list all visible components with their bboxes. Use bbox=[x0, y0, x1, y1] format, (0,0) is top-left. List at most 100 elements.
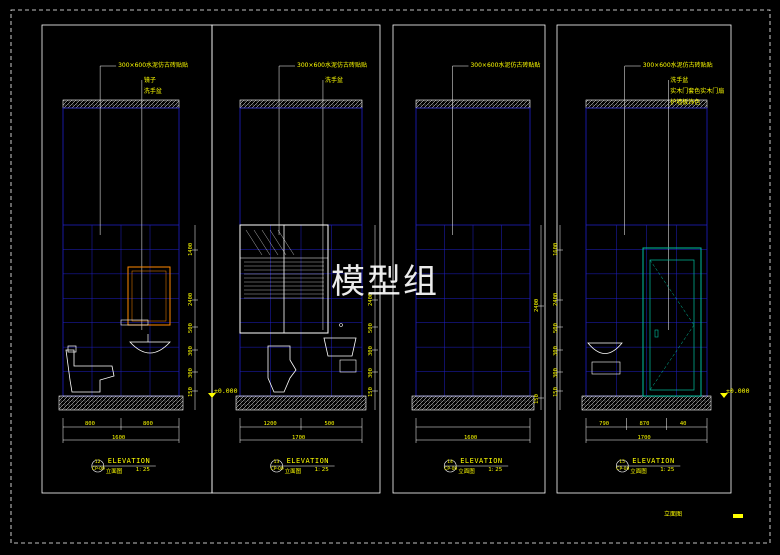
mirror-frame bbox=[127, 266, 171, 326]
elevation-subtitle-13: 立面图 bbox=[284, 469, 302, 475]
dim-h-13-1: 500 bbox=[324, 421, 335, 427]
dim-total-15: 1700 bbox=[637, 435, 651, 441]
dim-v-12-4: 300 bbox=[188, 368, 194, 378]
dim-v-13-3: 300 bbox=[368, 368, 374, 378]
dim-total-14: 1600 bbox=[464, 435, 478, 441]
elevation-title-12: ELEVATION bbox=[107, 457, 151, 465]
note-text-15-2: 实木门套色实木门扇 bbox=[670, 88, 725, 95]
dim-v-13-2: 300 bbox=[368, 346, 374, 356]
elevation-title-13: ELEVATION bbox=[286, 457, 330, 465]
note-text-15-1: 洗手盆 bbox=[670, 77, 689, 84]
note-text-12-1: 镜子 bbox=[143, 77, 156, 84]
dim-v-12-5: 150 bbox=[188, 387, 194, 397]
basin-bowl bbox=[587, 342, 623, 354]
elevation-number-13: 13 bbox=[273, 460, 280, 465]
ceiling-band bbox=[62, 99, 180, 109]
basin-bowl bbox=[129, 341, 171, 354]
door-swing-line bbox=[649, 259, 695, 326]
ceiling-band bbox=[239, 99, 363, 109]
elevation-title-15: ELEVATION bbox=[632, 457, 675, 465]
toilet-shape bbox=[267, 345, 297, 393]
dim-v-12-0: 1400 bbox=[188, 242, 194, 256]
elevation-subtitle-12: 立面图 bbox=[105, 469, 123, 475]
basin-cabinet bbox=[591, 361, 621, 375]
window-glass-hatch bbox=[277, 229, 295, 256]
dim-total-13: 1700 bbox=[292, 435, 306, 441]
elevation-scale-14: 1: 25 bbox=[488, 467, 503, 473]
elevation-scale-15: 1: 25 bbox=[660, 467, 675, 473]
note-text-14-0: 300×600水泥仿古砖贴贴 bbox=[470, 62, 541, 69]
basin-trap bbox=[339, 359, 357, 373]
dim-h-12-1: 800 bbox=[143, 421, 153, 427]
floor-band bbox=[235, 395, 367, 411]
elevation-subtitle-15: 立面图 bbox=[630, 469, 647, 475]
door-swing-line bbox=[649, 324, 695, 391]
dim-v-15-0: 1600 bbox=[553, 242, 559, 256]
dim-v-13-4: 150 bbox=[368, 387, 374, 397]
elevation-subtitle-14: 立面图 bbox=[458, 469, 475, 475]
level-label-1: ±0.000 bbox=[726, 387, 750, 395]
ceiling-band bbox=[415, 99, 531, 109]
sheet-title: 立面图 bbox=[664, 511, 683, 518]
window-glass-hatch bbox=[245, 229, 263, 256]
level-marker-triangle bbox=[208, 393, 216, 398]
toilet-shape bbox=[65, 349, 115, 393]
dim-v-13-1: 500 bbox=[368, 323, 374, 333]
dim-h-15-0: 790 bbox=[599, 421, 610, 427]
door-handle bbox=[654, 329, 659, 338]
panel-frame-15 bbox=[556, 24, 732, 494]
note-text-15-3: 护墙板饰色 bbox=[670, 99, 701, 106]
dim-v-12-1: 2400 bbox=[188, 292, 194, 306]
note-text-13-1: 洗手盆 bbox=[324, 77, 343, 84]
level-label-0: ±0.000 bbox=[214, 387, 238, 395]
dim-h-13-0: 1200 bbox=[263, 421, 277, 427]
note-text-15-0: 300×600水泥仿古砖贴贴 bbox=[642, 62, 713, 69]
dim-h-15-1: 870 bbox=[639, 421, 650, 427]
door-leaf bbox=[649, 259, 695, 391]
toilet-tank-lid bbox=[67, 345, 77, 353]
level-marker-triangle bbox=[720, 393, 728, 398]
dim-total-12: 1600 bbox=[112, 435, 126, 441]
tap-knob bbox=[339, 323, 343, 327]
elevation-views bbox=[58, 65, 728, 473]
panel-frame-14 bbox=[392, 24, 546, 494]
window-glass-hatch bbox=[261, 229, 279, 256]
elevation-ref-12: CP-09 bbox=[91, 467, 105, 472]
dim-h-12-0: 800 bbox=[85, 421, 95, 427]
note-text-12-2: 洗手盆 bbox=[143, 88, 162, 95]
watermark-text: 模型组 bbox=[331, 262, 439, 302]
window-glass-hatch bbox=[269, 229, 287, 256]
shelf bbox=[120, 319, 149, 326]
dim-v-14-1: 150 bbox=[534, 394, 540, 404]
floor-band bbox=[411, 395, 535, 411]
dim-v-15-3: 300 bbox=[553, 346, 559, 356]
dim-v-15-4: 300 bbox=[553, 368, 559, 378]
floor-band bbox=[58, 395, 184, 411]
elevation-number-12: 12 bbox=[94, 460, 101, 465]
dim-v-12-3: 300 bbox=[188, 346, 194, 356]
panel-frame-12 bbox=[41, 24, 213, 494]
window-glass-hatch bbox=[253, 229, 271, 256]
elevation-scale-13: 1: 25 bbox=[314, 467, 329, 473]
elevation-ref-15: CP-09 bbox=[616, 467, 630, 472]
basin-bowl bbox=[323, 337, 357, 357]
dim-v-15-1: 2400 bbox=[553, 292, 559, 306]
sheet-border bbox=[10, 9, 771, 544]
note-text-12-0: 300×600水泥仿古砖贴贴 bbox=[118, 62, 189, 69]
panel-frame-13 bbox=[211, 24, 381, 494]
elevation-title-14: ELEVATION bbox=[460, 457, 503, 465]
door-frame bbox=[642, 247, 702, 397]
elevation-ref-13: CP-09 bbox=[270, 467, 284, 472]
elevation-scale-12: 1: 25 bbox=[135, 467, 150, 473]
sheet-marker bbox=[733, 514, 743, 518]
mirror-inner bbox=[131, 270, 167, 322]
elevation-number-15: 15 bbox=[619, 460, 626, 465]
dim-v-15-2: 500 bbox=[553, 323, 559, 333]
dim-h-15-2: 40 bbox=[679, 421, 687, 427]
elevation-number-14: 14 bbox=[447, 460, 453, 465]
dim-v-12-2: 500 bbox=[188, 323, 194, 333]
elevation-ref-14: CP-09 bbox=[444, 467, 458, 472]
floor-band bbox=[581, 395, 712, 411]
dim-v-14-0: 2400 bbox=[534, 298, 540, 312]
